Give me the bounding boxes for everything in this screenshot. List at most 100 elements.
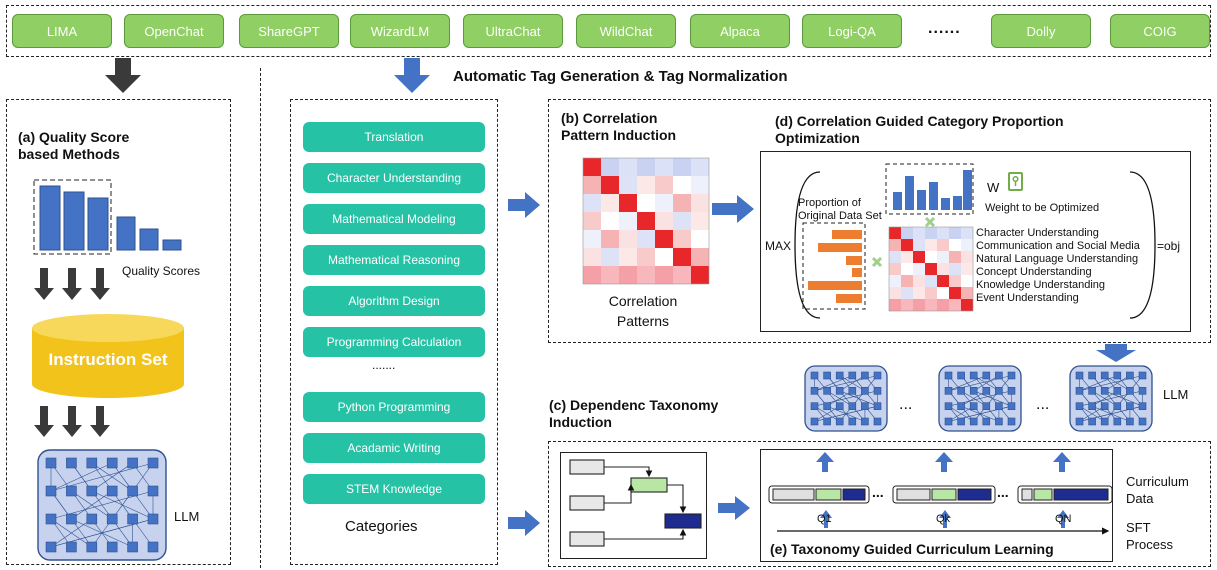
categories-frame — [290, 99, 498, 565]
network-node — [106, 457, 118, 469]
optimization-title: (d) Correlation Guided Category Proporti… — [775, 113, 1064, 146]
network-node — [66, 457, 77, 469]
q-markers — [820, 510, 1069, 528]
heatmap-cell — [691, 212, 709, 230]
llm-row-ellipsis-2: ... — [1036, 396, 1050, 413]
curriculum-dots-2: ... — [997, 484, 1009, 500]
curriculum-up-arrows — [816, 452, 1071, 472]
multiply-signs — [871, 216, 936, 268]
categories-ellipsis: ....... — [372, 358, 396, 372]
heatmap-cell — [949, 263, 961, 275]
heatmap-cell — [655, 194, 673, 212]
heatmap-cell — [619, 212, 637, 230]
llm-row-boxes — [804, 365, 1153, 432]
network-node — [86, 457, 98, 469]
network-edge — [50, 462, 113, 492]
heatmap-cell — [583, 212, 601, 230]
sources-frame — [6, 5, 1211, 57]
heatmap-cell — [673, 194, 691, 212]
heatmap-cell — [655, 212, 673, 230]
pipeline-title: Automatic Tag Generation & Tag Normaliza… — [453, 68, 788, 85]
network-node — [944, 402, 953, 410]
weight-bars — [885, 163, 974, 215]
taxonomy-tree — [569, 459, 702, 547]
network-node — [982, 402, 991, 410]
network-node — [810, 387, 819, 395]
network-node — [848, 371, 857, 380]
source-ultrachat: UltraChat — [463, 14, 563, 48]
instruction-set-label: Instruction Set — [48, 350, 168, 369]
network-edge — [814, 405, 840, 422]
network-node — [995, 402, 1003, 410]
network-node — [45, 457, 57, 469]
heatmap-cell — [949, 251, 961, 263]
network-node — [1100, 387, 1109, 395]
network-node — [848, 417, 857, 426]
network-node — [1007, 387, 1016, 395]
source-wizardlm: WizardLM — [350, 14, 450, 48]
network-node — [106, 485, 118, 497]
heatmap-cell — [691, 248, 709, 266]
heatmap-cell — [619, 266, 637, 284]
heatmap-cell — [601, 212, 619, 230]
network-node — [1007, 402, 1016, 410]
network-node — [1138, 402, 1147, 410]
heatmap-cell — [925, 251, 937, 263]
arrow-to-correlation — [508, 192, 540, 218]
heatmap-cell — [583, 248, 601, 266]
heatmap-cell — [913, 239, 925, 251]
category-mathematical-modeling: Mathematical Modeling — [303, 204, 485, 234]
network-node — [147, 541, 159, 553]
network-edge — [71, 490, 113, 520]
heatmap-cell — [889, 263, 901, 275]
categories-label: Categories — [345, 518, 418, 535]
network-node — [147, 457, 159, 469]
network-node — [848, 387, 857, 395]
heatmap-cell — [925, 239, 937, 251]
network-node — [861, 371, 869, 380]
heatmap-cell — [937, 239, 949, 251]
heatmap-cell — [637, 266, 655, 284]
quality-bars — [33, 179, 182, 255]
down-arrow-quality — [105, 58, 141, 93]
heatmap-cell — [673, 158, 691, 176]
network-node — [86, 485, 98, 497]
network-node — [995, 387, 1003, 395]
heatmap-cell — [901, 263, 913, 275]
heatmap-cell — [925, 227, 937, 239]
taxonomy-title: (c) Dependenc Taxonomy Induction — [549, 397, 719, 430]
heatmap-cell — [601, 266, 619, 284]
heatmap-cell — [949, 299, 961, 311]
heatmap-cell — [619, 176, 637, 194]
heatmap-cell — [583, 194, 601, 212]
network-node — [127, 541, 138, 553]
heatmap-cell — [889, 287, 901, 299]
heatmap-cell — [913, 275, 925, 287]
heatmap-cell — [691, 266, 709, 284]
lock-icon — [1008, 172, 1023, 191]
network-node — [1138, 417, 1147, 426]
network-node — [1075, 402, 1084, 410]
taxonomy-frame — [548, 441, 1211, 567]
heatmap-cell — [925, 275, 937, 287]
network-node — [66, 513, 77, 525]
network-node — [1100, 402, 1109, 410]
heatmap-cell — [949, 287, 961, 299]
heatmap-cell — [619, 248, 637, 266]
heatmap-cell — [601, 194, 619, 212]
llm-network-left-nodes — [45, 457, 159, 553]
heatmap-cell — [619, 158, 637, 176]
heatmap-cell — [673, 248, 691, 266]
quality-frame — [6, 99, 231, 565]
network-node — [810, 402, 819, 410]
heatmap-cell — [601, 158, 619, 176]
category-character-understanding: Character Understanding — [303, 163, 485, 193]
network-node — [1088, 387, 1096, 395]
heatmap-cell — [937, 299, 949, 311]
left-bracket — [794, 171, 821, 319]
curriculum-data-label: Curriculum Data — [1126, 474, 1189, 506]
arrow-tree-to-curriculum — [718, 496, 750, 520]
network-node — [1138, 371, 1147, 380]
network-node — [969, 417, 978, 426]
network-node — [861, 402, 869, 410]
